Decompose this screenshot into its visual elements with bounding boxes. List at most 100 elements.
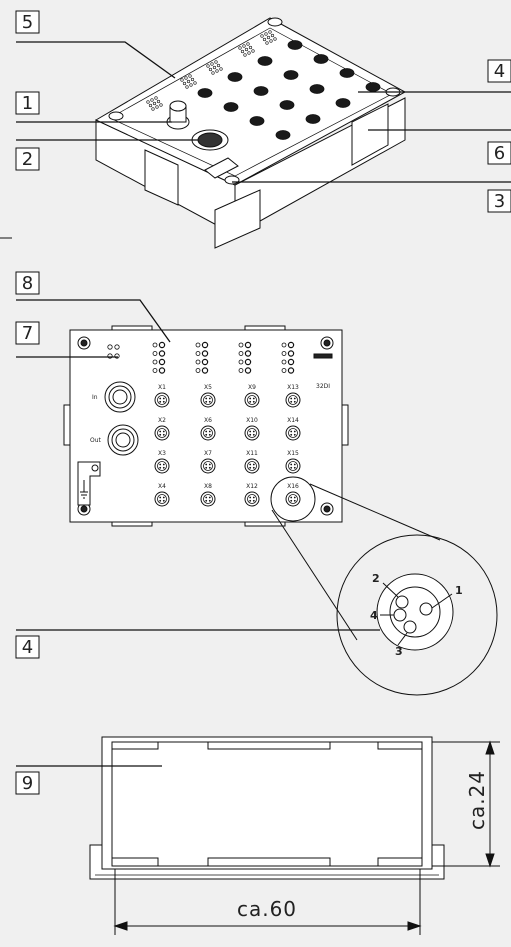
leader-5 [16,41,176,79]
iso-led [247,51,251,55]
iso-port [249,116,265,126]
iso-led [268,30,272,34]
callout-label-5: 5 [22,12,33,33]
front-port-label: X7 [204,450,212,457]
front-tab-top-1 [111,325,153,331]
iso-screw-tr [267,17,283,27]
iso-led [180,78,184,82]
iso-led [242,44,246,48]
iso-cutout-front [214,189,261,249]
io-led [158,358,166,366]
iso-led [182,81,187,86]
iso-port [309,84,325,94]
iso-led [273,37,277,41]
callout-box-4a: 4 [487,59,511,83]
io-led [281,368,287,373]
front-port [200,425,216,441]
front-port [200,491,216,507]
front-port [200,392,216,408]
io-led [287,367,295,374]
iso-led [219,67,223,71]
side-base-foot [89,844,445,880]
front-ground-plate [77,461,101,506]
iso-led [266,35,271,40]
iso-led [264,32,268,36]
front-port-label: X16 [287,483,299,490]
front-port-label: X14 [287,417,299,424]
iso-port [287,40,303,50]
side-body [111,741,423,867]
iso-port [275,130,291,140]
io-led [244,367,252,374]
iso-led [184,76,188,80]
front-port-label: X8 [204,483,212,490]
front-port-label: X9 [248,384,256,391]
iso-port [335,98,351,108]
iso-led [211,71,215,75]
iso-port-grid [197,40,381,140]
io-led [287,341,295,349]
callout-label-1: 1 [22,93,33,114]
callout-box-1: 1 [15,91,40,115]
iso-port [197,88,213,98]
io-led [281,351,287,356]
iso-port [257,56,273,66]
iso-connector-out-inner [197,132,223,148]
callout-label-8: 8 [22,273,33,294]
iso-led [248,45,253,50]
io-led [195,342,201,348]
io-led [152,351,158,356]
iso-cutout-left [144,149,179,206]
io-led [158,367,166,374]
callout-label-2: 2 [22,149,33,170]
front-port [154,491,170,507]
iso-led [185,85,189,89]
iso-led [208,67,213,72]
front-port [200,458,216,474]
iso-led [210,62,214,66]
front-port [154,458,170,474]
iso-led [244,47,249,52]
front-tab-left [63,404,71,446]
io-led [238,342,244,348]
io-led [238,351,244,356]
io-led [201,367,209,374]
iso-led [150,98,154,102]
dim-width-arrow-left [113,921,128,931]
io-led [244,341,252,349]
iso-port [223,102,239,112]
front-port-label: X4 [158,483,166,490]
iso-port [305,114,321,124]
io-led [287,350,295,357]
leader-8 [16,299,171,343]
front-tab-top-2 [244,325,286,331]
iso-port [253,86,269,96]
iso-led [262,37,267,42]
callout-box-4b: 4 [15,635,40,659]
io-led [201,350,209,357]
front-model-label: 32DI [316,383,330,390]
callout-label-4a: 4 [494,61,505,82]
iso-cutout-right [351,103,389,166]
iso-screw-l [108,111,124,121]
io-led [152,368,158,373]
io-led [152,359,158,365]
callout-label-9: 9 [22,773,33,794]
callout-label-3: 3 [494,191,505,212]
iso-led [188,74,192,78]
io-led [244,350,252,357]
status-led [114,344,120,350]
front-led-grid [107,341,295,374]
dim-width-label: ca.60 [237,897,297,921]
iso-led [154,96,158,100]
iso-led [151,107,155,111]
front-port [285,491,301,507]
iso-led [238,46,242,50]
front-port-label: X10 [246,417,258,424]
isometric-view [94,17,407,249]
front-port-label: X5 [204,384,212,391]
magnifier-circle [336,534,498,696]
front-tab-right [341,404,349,446]
